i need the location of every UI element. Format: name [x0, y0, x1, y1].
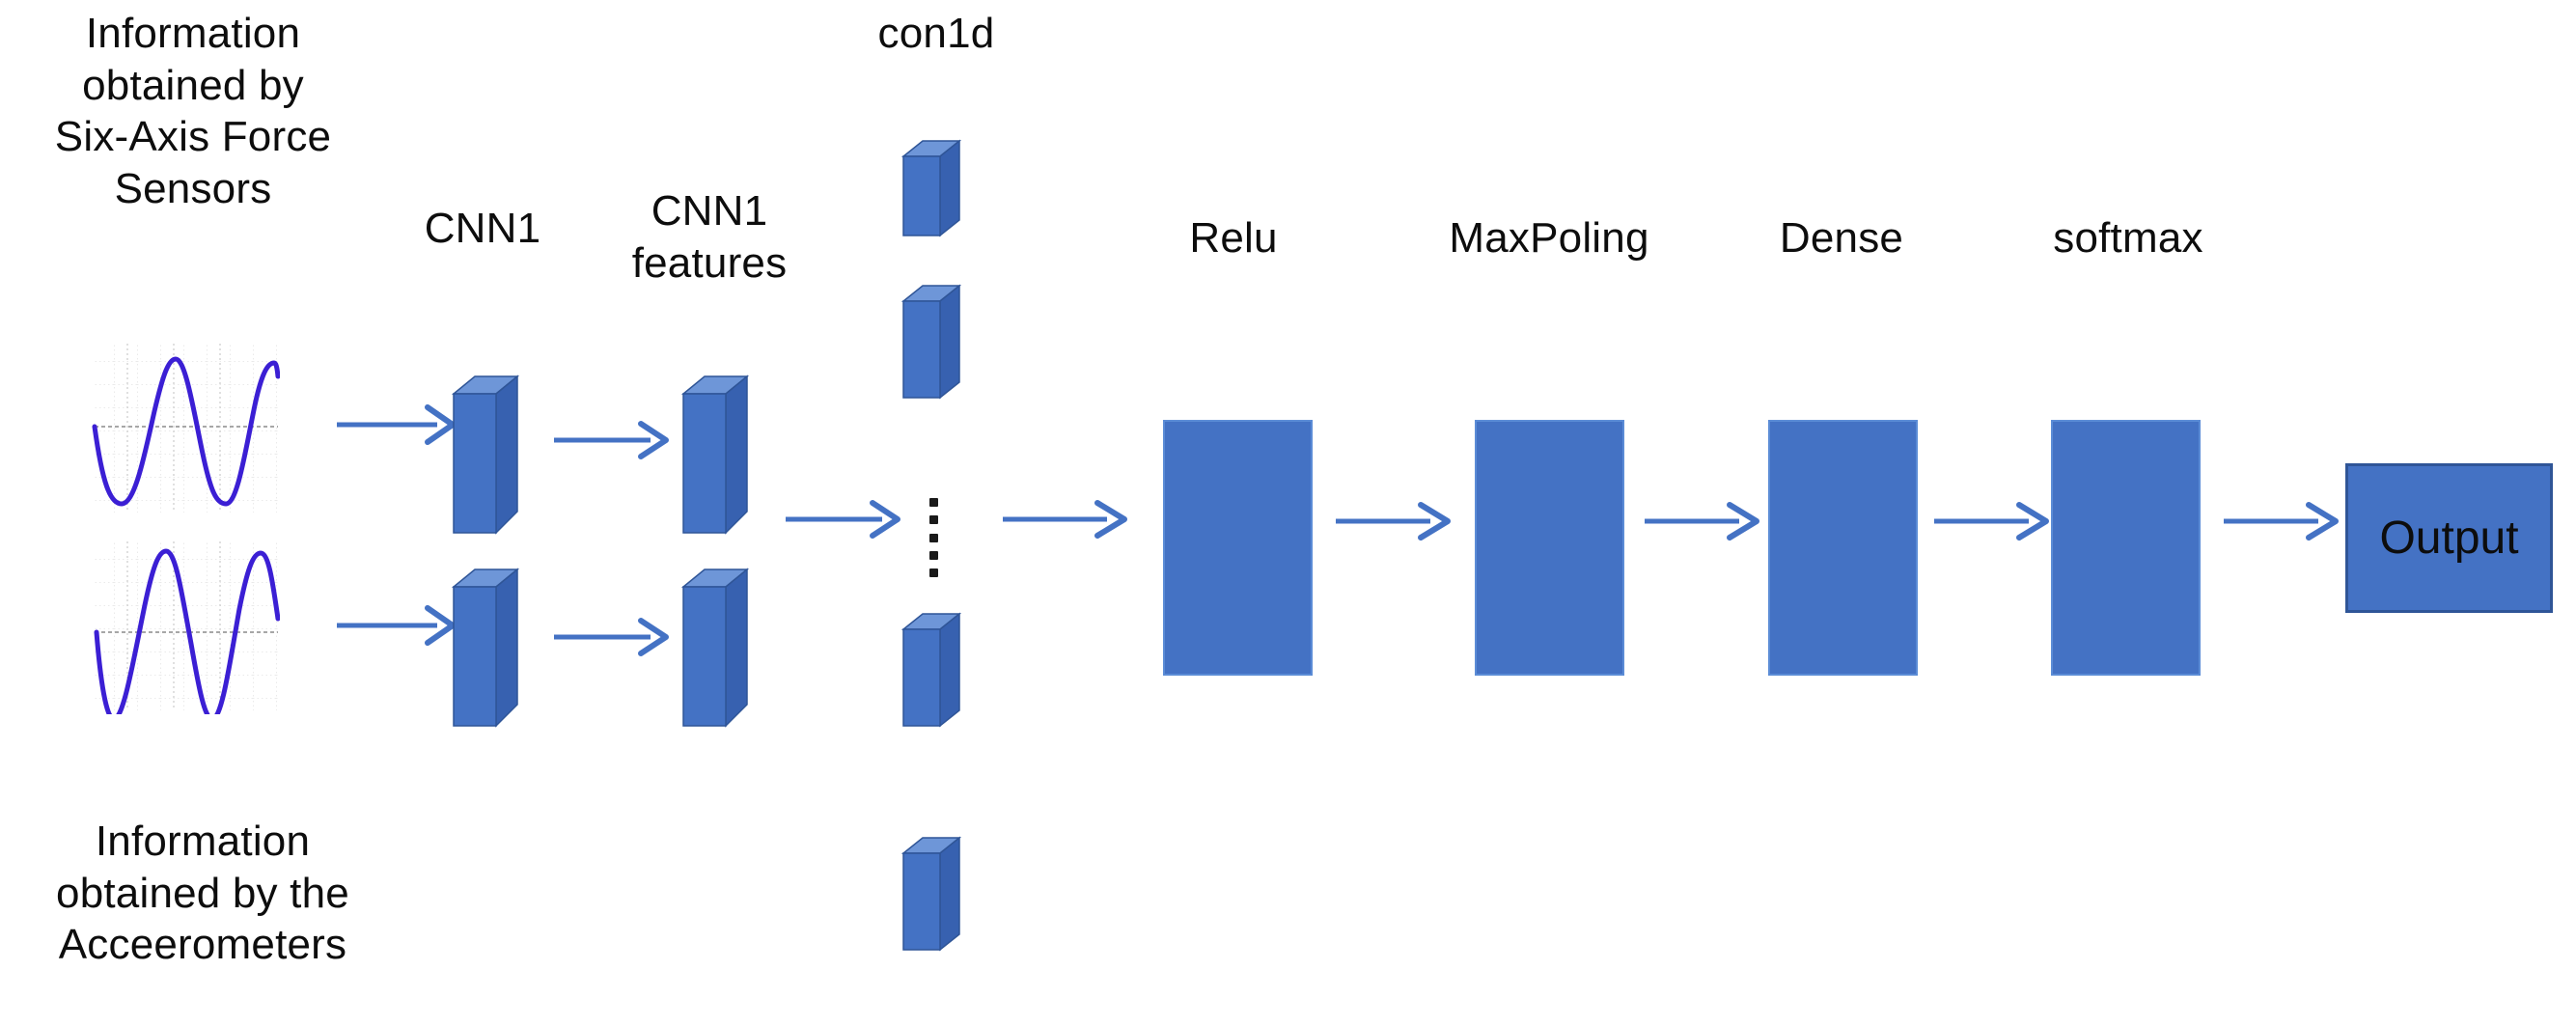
con1d-block-4 — [898, 832, 975, 962]
con1d-block-1 — [898, 135, 975, 246]
arrow-relu-to-maxpoling — [1332, 494, 1457, 553]
con1d-vertical-ellipsis — [927, 498, 940, 577]
con1d-label: con1d — [877, 10, 995, 57]
cnn1-label: CNN1 — [424, 205, 541, 252]
arrow-cnn1-top-to-features — [550, 413, 676, 472]
arrow-dense-to-softmax — [1930, 494, 2056, 553]
relu-label: Relu — [1189, 214, 1278, 262]
softmax-label: softmax — [2053, 214, 2203, 262]
arrow-cnn1-bottom-to-features — [550, 610, 676, 669]
cnn1-block-top — [446, 367, 533, 545]
cnn1-features-label: CNN1 features — [631, 187, 788, 287]
softmax-rect — [2051, 420, 2201, 676]
arrow-force-to-cnn1 — [333, 398, 458, 457]
force-sensor-waveform — [68, 338, 281, 521]
cnn1-features-block-top — [676, 367, 762, 545]
arrow-features-to-con1d — [782, 492, 907, 551]
arrow-accel-to-cnn1 — [333, 598, 458, 657]
input-label-force-sensors: Information obtained by Six-Axis Force S… — [54, 10, 332, 213]
arrow-maxpoling-to-dense — [1641, 494, 1766, 553]
accelerometer-waveform — [68, 536, 281, 722]
output-box: Output — [2345, 463, 2553, 613]
arrow-softmax-to-output — [2220, 494, 2345, 553]
con1d-block-2 — [898, 280, 975, 410]
cnn1-features-block-bottom — [676, 560, 762, 738]
arrow-con1d-to-relu — [999, 492, 1134, 551]
input-label-accelerometers: Information obtained by the Acceerometer… — [56, 818, 349, 969]
maxpoling-label: MaxPoling — [1449, 214, 1649, 262]
cnn1-block-bottom — [446, 560, 533, 738]
dense-label: Dense — [1779, 214, 1904, 262]
relu-rect — [1163, 420, 1313, 676]
dense-rect — [1768, 420, 1918, 676]
con1d-block-3 — [898, 608, 975, 738]
maxpoling-rect — [1475, 420, 1624, 676]
